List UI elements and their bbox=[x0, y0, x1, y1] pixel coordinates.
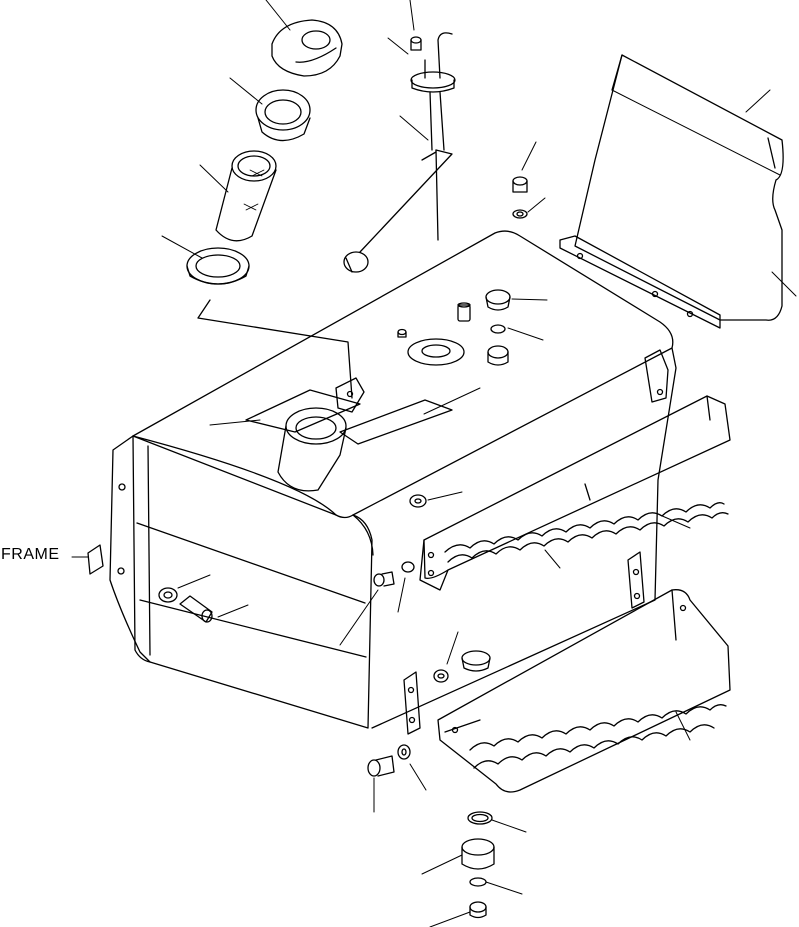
step-nut-upper bbox=[410, 495, 426, 507]
fuel-cap bbox=[272, 20, 342, 76]
upper-step bbox=[420, 396, 730, 590]
left-mount-bracket bbox=[110, 436, 150, 662]
cap-gasket bbox=[187, 248, 249, 284]
cover-bolt bbox=[513, 177, 527, 218]
cover-plate bbox=[560, 55, 783, 328]
tank-top-fittings bbox=[246, 303, 470, 491]
leader-lines bbox=[162, 0, 796, 927]
lower-nut bbox=[434, 651, 490, 682]
assembly-guide-line bbox=[198, 300, 352, 398]
frame-label: FRAME bbox=[1, 546, 60, 563]
tank-bolt-left bbox=[159, 588, 212, 622]
level-sender bbox=[344, 33, 455, 272]
lower-mount-bracket bbox=[404, 672, 420, 734]
lower-bolt bbox=[368, 745, 410, 776]
sender-bolt bbox=[411, 37, 421, 50]
lower-step bbox=[438, 590, 730, 792]
cap-ring bbox=[256, 90, 310, 141]
tank-bolt-front bbox=[374, 562, 414, 586]
drain-plug-top bbox=[486, 290, 510, 365]
fuel-tank bbox=[133, 231, 676, 728]
strainer bbox=[216, 151, 276, 241]
filler-neck bbox=[278, 408, 346, 491]
drain-valve-stack bbox=[462, 812, 494, 918]
frame-plate bbox=[72, 545, 103, 574]
right-mount-bracket bbox=[628, 350, 668, 608]
